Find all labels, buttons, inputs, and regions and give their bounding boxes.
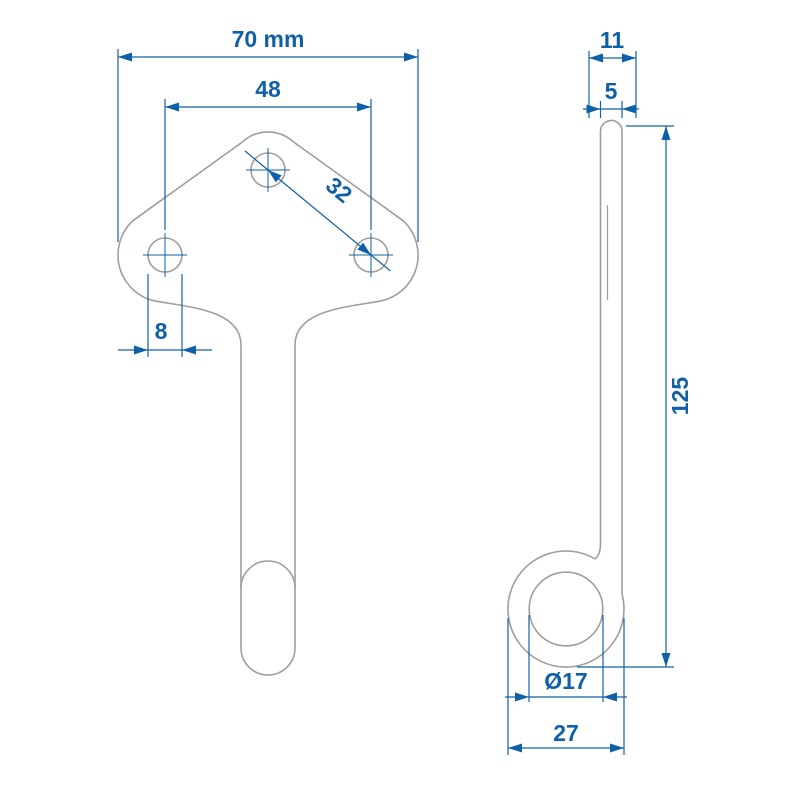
arrow-left [515,692,529,702]
arrow-right [404,52,418,62]
front-outline [117,131,419,676]
arrow-bottom [357,242,371,255]
side-outline [507,119,625,668]
dim-label-27: 27 [553,720,579,746]
dimension-ring-width: 27 [507,618,625,755]
arrow-right [357,102,371,112]
dimension-length: 125 [577,125,693,668]
arrow-left [165,102,179,112]
dimension-hole-spacing: 48 [164,76,372,230]
dim-label-8: 8 [155,318,168,344]
dimension-thickness: 5 [583,78,639,118]
dim-label-5: 5 [605,78,618,104]
dim-label-70mm: 70 mm [232,26,305,52]
dimension-hole-diameter: 8 [118,274,212,357]
dim-label-11: 11 [600,27,625,53]
arrow-left [134,345,148,355]
arrow-left [118,52,132,62]
ring-hole [528,571,604,647]
arrow-left [508,743,522,753]
arrow-right [610,743,624,753]
left-hole-centermark [143,233,187,277]
arrow-left [586,104,601,114]
arrow-right [622,53,636,63]
arrow-right [182,345,196,355]
side-view [507,119,625,668]
dim-label-32: 32 [321,172,357,208]
dim-label-d17: Ø17 [544,668,587,694]
arrow-bottom [661,653,671,667]
handle-grip-arc [240,560,296,589]
arrow-right [603,692,617,702]
dimension-top-width: 11 [588,27,637,118]
dimension-overall-width: 70 mm [117,26,419,242]
arrow-right [622,104,636,114]
arrow-top [661,126,671,140]
arrow-top [268,170,282,183]
dim-label-125: 125 [667,377,693,416]
front-view [117,131,419,676]
dimension-ring-hole: Ø17 [505,615,627,702]
dimension-hole-diagonal: 32 [244,150,391,272]
arrow-left [589,53,603,63]
dim-label-48: 48 [255,76,281,102]
